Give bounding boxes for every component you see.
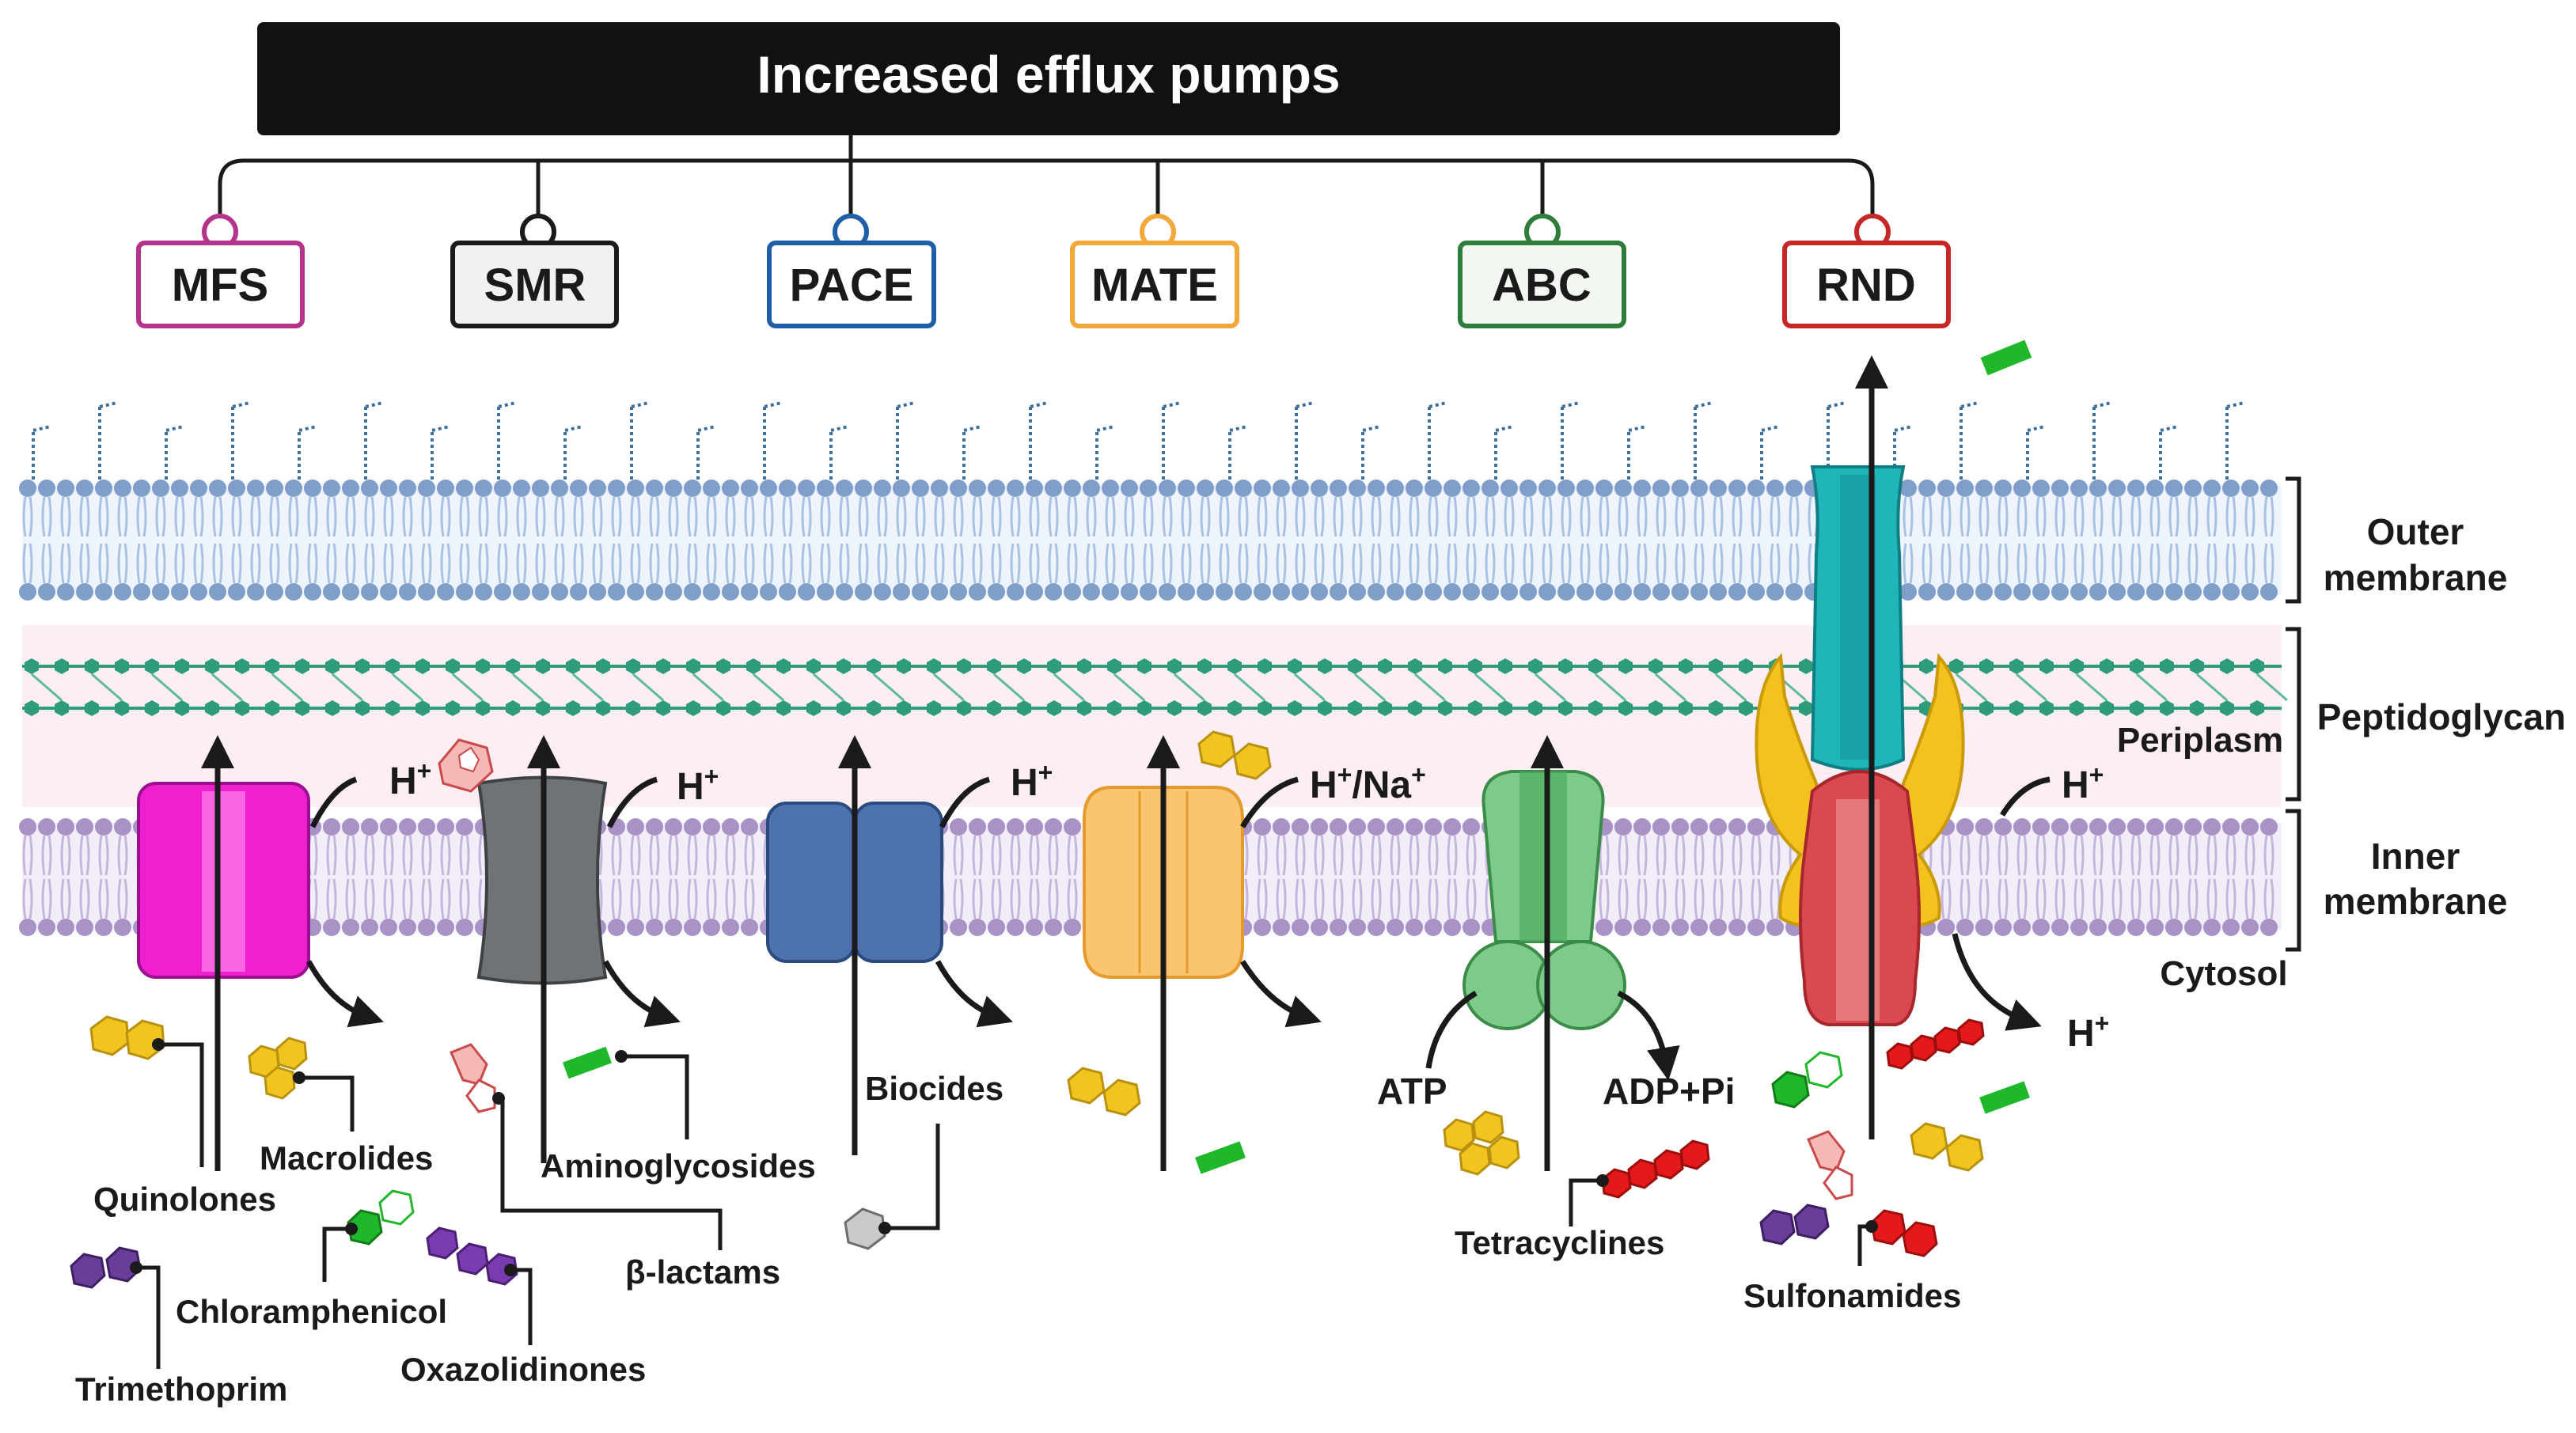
mate-green-molecule <box>1195 1141 1246 1174</box>
pace-ion-label: H+​ <box>1011 758 1053 804</box>
drug-molecules <box>70 730 2030 1289</box>
smr-periplasm-molecule <box>438 738 494 793</box>
region-labels: Outer membrane Peptidoglycan Periplasm I… <box>2117 476 2566 993</box>
title-background <box>257 22 1840 135</box>
rnd-purple-molecule <box>1759 1204 1830 1245</box>
family-label-pace: PACE <box>790 260 914 311</box>
adp-label: ADP+Pi <box>1603 1071 1735 1112</box>
aminoglycosides-label: Aminoglycosides <box>541 1147 816 1185</box>
beta-lactams-label: β-lactams <box>625 1253 780 1291</box>
rnd-tetracycline-molecule <box>1886 1018 1985 1070</box>
outer-membrane-label-2: membrane <box>2324 557 2508 598</box>
chloramphenicol-molecule <box>347 1189 415 1245</box>
rnd-pump: H+​ H+​ <box>1755 339 2109 1139</box>
rnd-ion-out-label: H+​ <box>2067 1009 2109 1055</box>
family-label-smr: SMR <box>484 260 586 311</box>
smr-pump: H+​ <box>476 735 719 1163</box>
chloramphenicol-label: Chloramphenicol <box>176 1293 447 1330</box>
mate-ion-label: H+​/Na+​ <box>1310 760 1426 806</box>
rnd-betalactam-molecule <box>1807 1130 1853 1200</box>
abc-pump: ATP ADP+Pi <box>1377 735 1735 1171</box>
cytosol-label: Cytosol <box>2160 954 2287 993</box>
title-banner: Increased efflux pumps <box>257 22 1840 135</box>
beta-lactams-molecule <box>450 1043 496 1113</box>
family-label-mate: MATE <box>1091 260 1218 311</box>
biocides-molecule <box>844 1207 886 1250</box>
family-box-pace: PACE <box>767 214 936 328</box>
family-label-abc: ABC <box>1492 260 1592 311</box>
outer-membrane-label-1: Outer <box>2367 511 2464 552</box>
quinolones-molecule <box>89 1015 165 1060</box>
oxazolidinones-molecule <box>426 1226 518 1286</box>
mate-cytosol-molecule <box>1067 1067 1141 1116</box>
family-box-mate: MATE <box>1070 214 1239 328</box>
mfs-pump: H+​ <box>137 735 431 1171</box>
inner-membrane-label-2: membrane <box>2324 881 2508 922</box>
biocides-label: Biocides <box>865 1070 1003 1107</box>
outer-membrane <box>19 401 2282 601</box>
trimethoprim-label: Trimethoprim <box>75 1370 287 1408</box>
family-box-abc: ABC <box>1458 214 1626 328</box>
tetracyclines-molecule <box>1601 1139 1710 1199</box>
peptidoglycan-label: Peptidoglycan <box>2317 696 2566 737</box>
family-label-mfs: MFS <box>172 260 268 311</box>
rnd-yellow-molecule <box>1910 1122 1984 1172</box>
mfs-ion-label: H+​ <box>389 756 431 802</box>
family-box-mfs: MFS <box>136 214 305 328</box>
smr-ion-label: H+​ <box>677 762 719 808</box>
title-text: Increased efflux pumps <box>757 45 1340 104</box>
peptidoglycan-layer <box>22 658 2288 716</box>
pace-pump: H+​ <box>766 735 1053 1155</box>
aminoglycosides-molecule <box>562 1046 613 1079</box>
family-bracket <box>218 135 1875 218</box>
trimethoprim-molecule <box>70 1246 142 1289</box>
macrolides-label: Macrolides <box>260 1139 433 1177</box>
family-box-smr: SMR <box>450 214 619 328</box>
sulfonamides-label: Sulfonamides <box>1743 1277 1961 1314</box>
drug-leader-lines <box>130 1038 1878 1369</box>
abc-yellow-molecule <box>1443 1110 1520 1176</box>
family-box-rnd: RND <box>1782 214 1951 328</box>
periplasm-label: Periplasm <box>2117 721 2283 760</box>
inner-membrane-label-1: Inner <box>2371 836 2460 877</box>
atp-label: ATP <box>1377 1071 1447 1112</box>
mate-pump: H+​/Na+​ <box>1083 735 1426 1171</box>
quinolones-label: Quinolones <box>93 1181 276 1218</box>
mate-periplasm-molecule <box>1197 730 1272 780</box>
rnd-green-molecule <box>1979 1081 2030 1114</box>
macrolides-molecule <box>248 1037 308 1100</box>
tetracyclines-label: Tetracyclines <box>1455 1224 1664 1261</box>
family-label-rnd: RND <box>1816 260 1916 311</box>
oxazolidinones-label: Oxazolidinones <box>400 1351 646 1388</box>
rnd-ion-in-label: H+​ <box>2062 760 2104 806</box>
sulfonamides-molecule <box>1870 1209 1938 1257</box>
drug-labels: Quinolones Macrolides Trimethoprim Chlor… <box>75 1070 1961 1408</box>
rnd-chloramphenicol-molecule <box>1771 1051 1843 1109</box>
